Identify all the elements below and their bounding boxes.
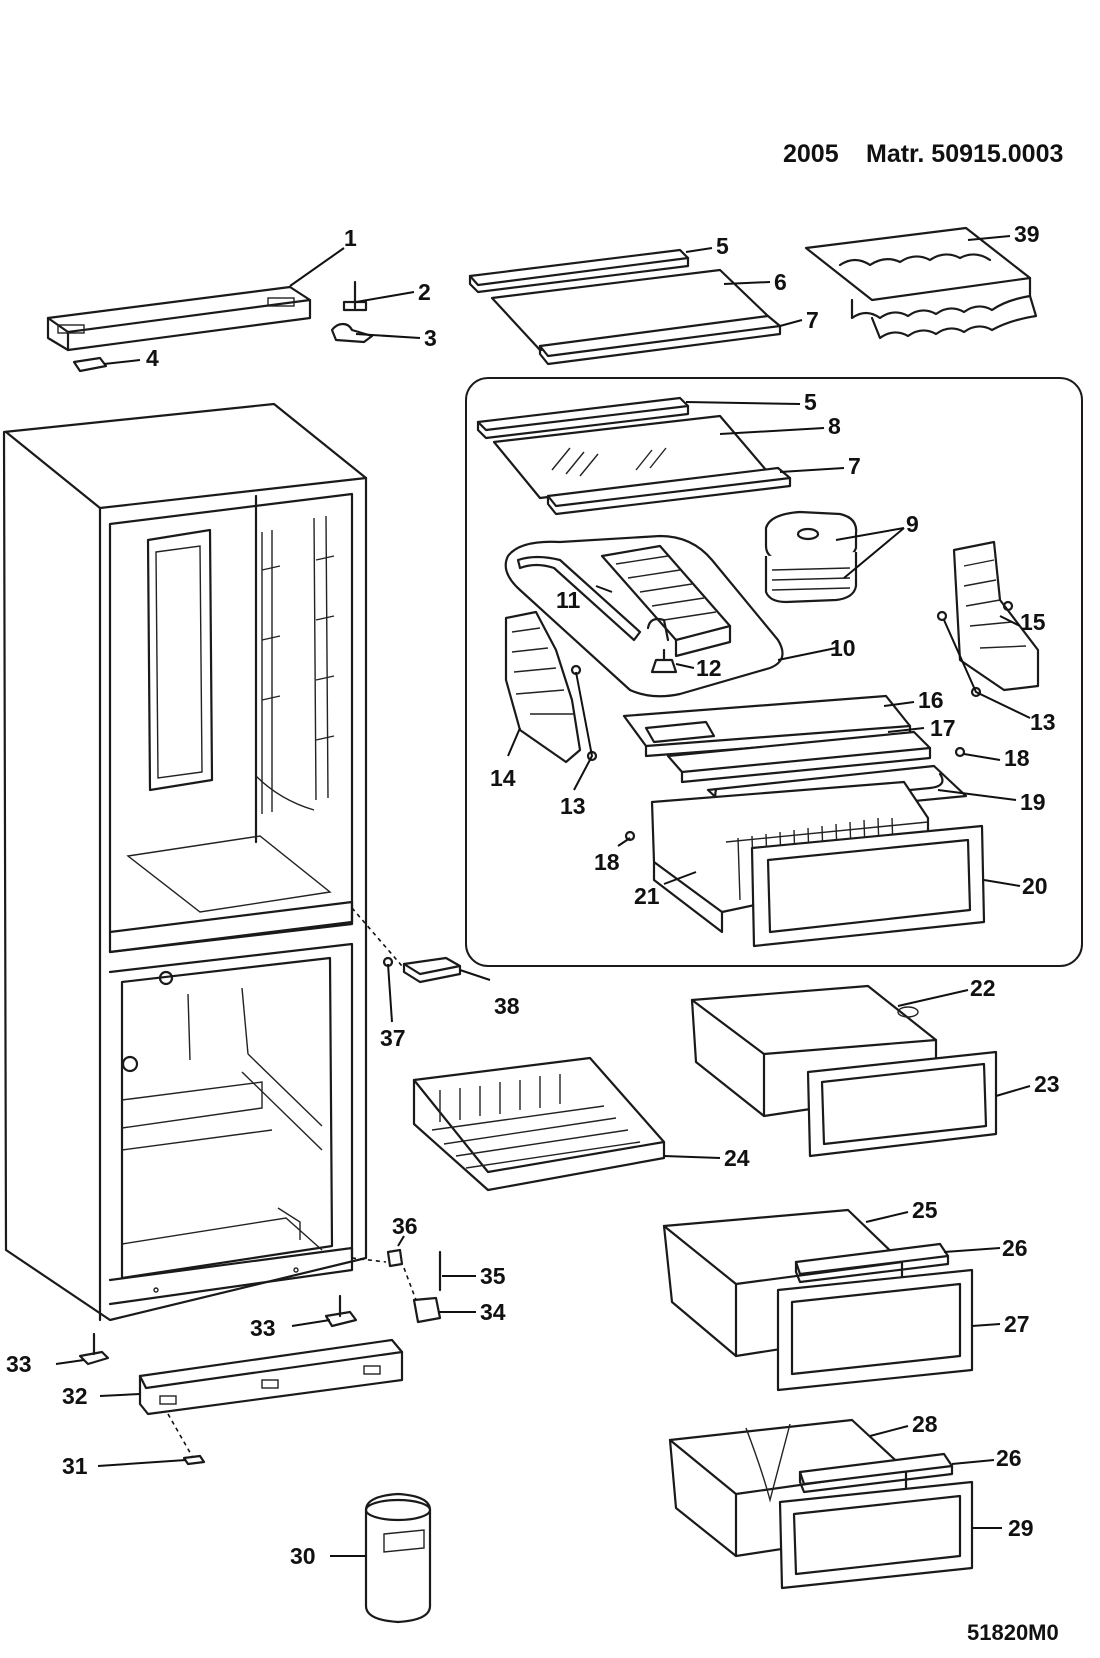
freezer-group-box xyxy=(465,377,1083,967)
part-30-container xyxy=(364,1492,432,1624)
callout-33-left: 33 xyxy=(6,1351,32,1377)
callout-39: 39 xyxy=(1014,221,1040,247)
part-10-ice-tray xyxy=(600,544,732,658)
callout-8: 8 xyxy=(828,413,841,439)
callout-19: 19 xyxy=(1020,789,1046,815)
part-33-adjustable-foot-b xyxy=(324,1294,358,1328)
callout-12: 12 xyxy=(696,655,722,681)
callout-20: 20 xyxy=(1022,873,1048,899)
leader-lines xyxy=(55,235,1031,1557)
part-13-screw-a2 xyxy=(970,686,982,698)
callout-37: 37 xyxy=(380,1025,406,1051)
part-14-left-bracket xyxy=(504,610,582,764)
callout-31: 31 xyxy=(62,1453,88,1479)
part-27-drawer-front-a xyxy=(776,1268,974,1392)
callout-25: 25 xyxy=(912,1197,938,1223)
callout-30: 30 xyxy=(290,1543,316,1569)
callout-7-upper: 7 xyxy=(806,307,819,333)
callout-5-upper: 5 xyxy=(716,233,729,259)
callout-33-center: 33 xyxy=(250,1315,276,1341)
callout-28: 28 xyxy=(912,1411,938,1437)
part-31-guide xyxy=(167,1413,193,1457)
part-18-screw-a xyxy=(954,746,966,758)
part-13-screw-a xyxy=(936,610,948,622)
part-9-ice-container xyxy=(764,510,858,604)
callout-24: 24 xyxy=(724,1145,750,1171)
callout-13-left: 13 xyxy=(560,793,586,819)
callout-36: 36 xyxy=(392,1213,418,1239)
part-2-hinge-pin xyxy=(342,280,368,312)
part-12-knob xyxy=(650,648,678,674)
part-4-plug xyxy=(72,356,108,373)
callout-5-lower: 5 xyxy=(804,389,817,415)
part-20-freezer-drawer-front xyxy=(750,824,986,948)
callout-17: 17 xyxy=(930,715,956,741)
callout-4: 4 xyxy=(146,345,159,371)
callout-9: 9 xyxy=(906,511,919,537)
callout-38: 38 xyxy=(494,993,520,1019)
callout-18-left: 18 xyxy=(594,849,620,875)
part-1-top-cover xyxy=(46,285,312,352)
part-17-separator xyxy=(666,730,932,784)
callout-1: 1 xyxy=(344,225,357,251)
part-34-lower-hinge xyxy=(412,1296,442,1324)
part-3-hinge-bracket xyxy=(330,322,374,344)
part-36-bracket xyxy=(386,1248,404,1268)
callout-labels: 1 2 3 4 5 6 7 39 5 8 7 9 11 10 12 15 13 … xyxy=(6,221,1060,1569)
callout-13-right: 13 xyxy=(1030,709,1056,735)
callout-15: 15 xyxy=(1020,609,1046,635)
part-29-drawer-front-b xyxy=(778,1480,974,1590)
callout-34: 34 xyxy=(480,1299,506,1325)
part-39-egg-tray xyxy=(804,226,1038,340)
part-24-bottle-shelf xyxy=(412,1056,666,1192)
callout-26-upper: 26 xyxy=(1002,1235,1028,1261)
part-11-scoop xyxy=(516,555,642,642)
part-5-shelf-rear-trim xyxy=(468,248,690,294)
callout-22: 22 xyxy=(970,975,996,1001)
callout-7-lower: 7 xyxy=(848,453,861,479)
part-33-adjustable-foot-a xyxy=(78,1332,110,1366)
part-10-ice-kit-outline xyxy=(504,534,784,698)
callout-10: 10 xyxy=(830,635,856,661)
part-38-hinge-plate xyxy=(402,956,462,984)
part-5-shelf-rear-trim-b xyxy=(476,396,690,440)
cabinet-body xyxy=(2,402,368,1322)
part-15-right-bracket xyxy=(952,540,1040,692)
header-year: 2005 xyxy=(783,140,839,168)
footer-code: 51820M0 xyxy=(967,1620,1059,1645)
callout-23: 23 xyxy=(1034,1071,1060,1097)
callout-11: 11 xyxy=(556,587,581,613)
callout-14: 14 xyxy=(490,765,516,791)
callout-18-right: 18 xyxy=(1004,745,1030,771)
part-32-kickplate xyxy=(138,1338,404,1416)
callout-27: 27 xyxy=(1004,1311,1030,1337)
part-7-shelf-front-trim-b xyxy=(546,466,792,516)
part-26-drawer-handle-a xyxy=(794,1242,950,1284)
part-23-crisper-front xyxy=(806,1050,998,1158)
header-matr: Matr. 50915.0003 xyxy=(866,140,1063,168)
part-31-clip xyxy=(182,1454,206,1466)
callout-26-lower: 26 xyxy=(996,1445,1022,1471)
part-18-screw-b xyxy=(624,830,636,842)
callout-6: 6 xyxy=(774,269,787,295)
part-34-guide xyxy=(351,1257,417,1301)
callout-32: 32 xyxy=(62,1383,88,1409)
callout-2: 2 xyxy=(418,279,431,305)
callout-21: 21 xyxy=(634,883,660,909)
callout-35: 35 xyxy=(480,1263,506,1289)
callout-16: 16 xyxy=(918,687,944,713)
callout-3: 3 xyxy=(424,325,437,351)
callout-29: 29 xyxy=(1008,1515,1034,1541)
part-26-drawer-handle-b xyxy=(798,1452,954,1494)
